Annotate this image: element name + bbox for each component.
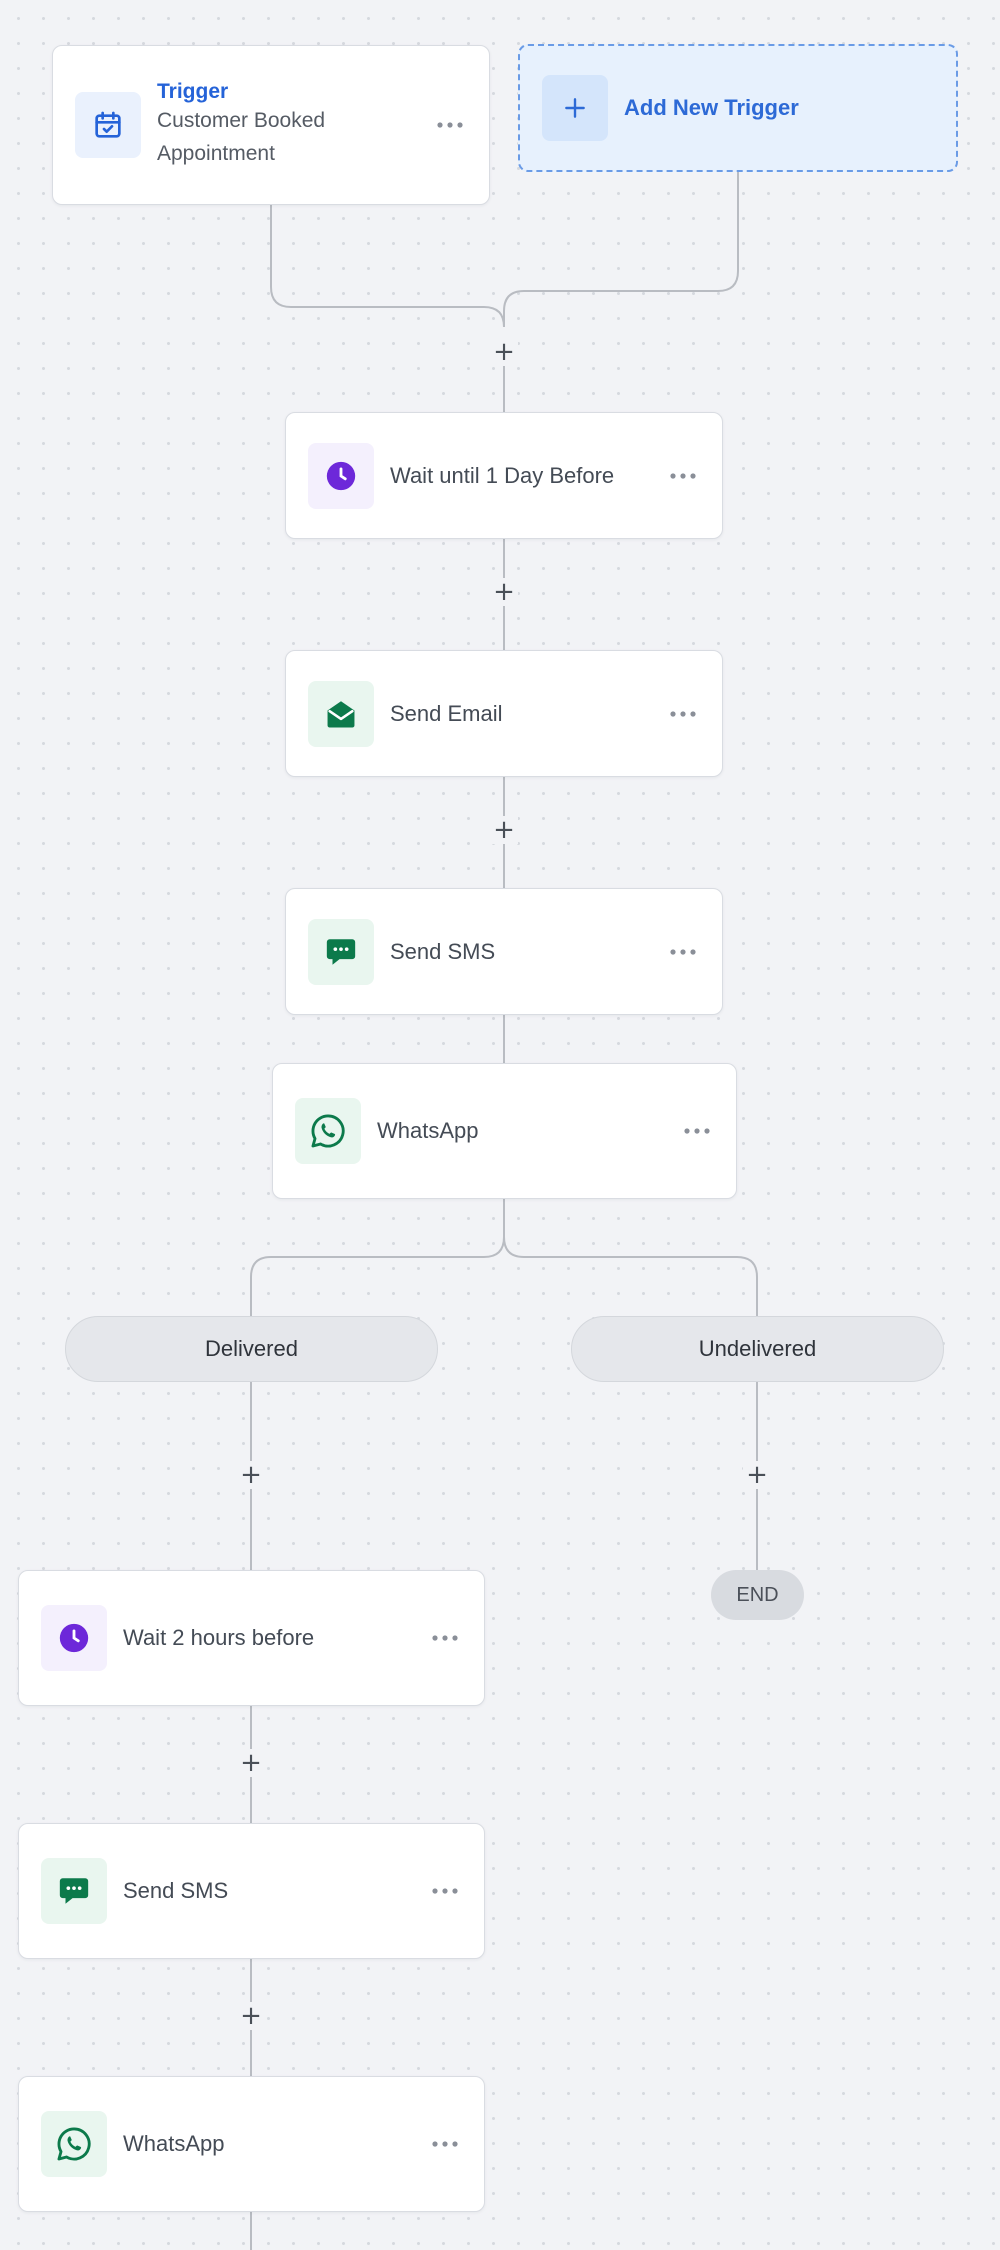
step-label: Send SMS (390, 938, 496, 964)
add-new-trigger-label: Add New Trigger (624, 95, 799, 120)
more-options-icon[interactable] (666, 459, 700, 493)
more-options-icon[interactable] (433, 108, 467, 142)
plus-icon (542, 75, 608, 141)
branch-undelivered[interactable]: Undelivered (571, 1316, 944, 1382)
trigger-connector (270, 205, 505, 328)
workflow-step-wait[interactable]: Wait 2 hours before (18, 1570, 485, 1706)
whatsapp-icon (41, 2111, 107, 2177)
chat-bubble-icon (308, 918, 374, 985)
more-options-icon[interactable] (666, 935, 700, 969)
workflow-step-send-email[interactable]: Send Email (285, 650, 723, 777)
trigger-card[interactable]: Trigger Customer Booked Appointment (52, 45, 490, 205)
clock-icon (41, 1605, 107, 1671)
step-label: Wait 2 hours before (123, 1625, 315, 1650)
more-options-icon[interactable] (428, 2127, 462, 2161)
calendar-check-icon (75, 92, 141, 158)
clock-icon (308, 442, 374, 509)
chat-bubble-icon (41, 1858, 107, 1924)
more-options-icon[interactable] (666, 697, 700, 731)
branch-split-connector (503, 1236, 758, 1316)
step-label: Wait until 1 Day Before (390, 462, 615, 488)
add-step-button[interactable]: + (490, 578, 518, 606)
workflow-step-send-sms[interactable]: Send SMS (285, 888, 723, 1015)
step-label: Send SMS (123, 1878, 229, 1903)
add-step-button[interactable]: + (237, 1461, 265, 1489)
workflow-step-send-sms[interactable]: Send SMS (18, 1823, 485, 1959)
add-new-trigger-button[interactable]: Add New Trigger (518, 44, 958, 172)
add-step-button[interactable]: + (490, 338, 518, 366)
envelope-open-icon (308, 680, 374, 747)
branch-delivered[interactable]: Delivered (65, 1316, 438, 1382)
end-marker: END (711, 1570, 804, 1620)
add-step-button[interactable]: + (743, 1461, 771, 1489)
more-options-icon[interactable] (428, 1874, 462, 1908)
workflow-step-whatsapp[interactable]: WhatsApp (18, 2076, 485, 2212)
add-step-button[interactable]: + (237, 1749, 265, 1777)
branch-split-connector (250, 1199, 505, 1316)
whatsapp-icon (295, 1098, 361, 1164)
workflow-step-whatsapp[interactable]: WhatsApp (272, 1063, 737, 1199)
trigger-name-line2: Appointment (157, 142, 275, 165)
trigger-title: Trigger (157, 80, 229, 103)
add-step-button[interactable]: + (490, 816, 518, 844)
more-options-icon[interactable] (680, 1114, 714, 1148)
more-options-icon[interactable] (428, 1621, 462, 1655)
add-step-button[interactable]: + (237, 2002, 265, 2030)
step-label: WhatsApp (123, 2131, 225, 2156)
step-label: WhatsApp (377, 1118, 479, 1143)
workflow-step-wait[interactable]: Wait until 1 Day Before (285, 412, 723, 539)
add-trigger-connector (503, 172, 739, 327)
trigger-name-line1: Customer Booked (157, 109, 326, 132)
step-label: Send Email (390, 700, 503, 726)
